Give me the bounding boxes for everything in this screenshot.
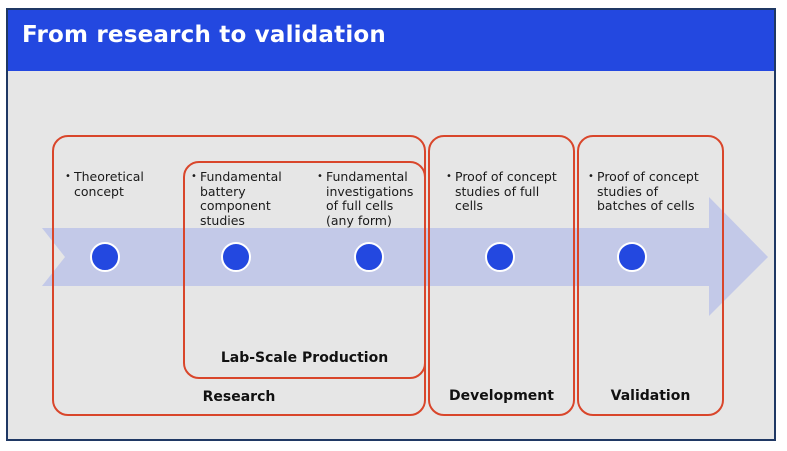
research-label: Research — [202, 389, 276, 405]
development-label: Development — [449, 388, 554, 404]
development-frame — [428, 135, 575, 416]
milestone-dot — [90, 242, 120, 272]
stage-proof-of-concept-full-cells: Proof of concept studies of full cells — [446, 169, 559, 214]
milestone-dot — [485, 242, 515, 272]
stage-theoretical-concept: Theoretical concept — [65, 169, 166, 199]
milestone-dot — [354, 242, 384, 272]
lab-scale-frame — [183, 161, 426, 379]
timeline-arrow-shape — [42, 197, 768, 316]
slide-title: From research to validation — [22, 22, 386, 48]
validation-frame — [577, 135, 724, 416]
slide: From research to validation Theoretical … — [6, 8, 776, 441]
validation-label: Validation — [610, 388, 691, 404]
title-bar: From research to validation — [8, 10, 774, 71]
stage-proof-of-concept-batches: Proof of concept studies of batches of c… — [588, 169, 701, 214]
timeline-arrow — [42, 197, 768, 316]
milestone-dot — [617, 242, 647, 272]
lab-scale-production-label: Lab-Scale Production — [220, 350, 389, 366]
stage-battery-component-studies: Fundamental battery component studies — [191, 169, 296, 228]
stage-full-cell-investigations: Fundamental investigations of full cells… — [317, 169, 418, 228]
milestone-dot — [221, 242, 251, 272]
